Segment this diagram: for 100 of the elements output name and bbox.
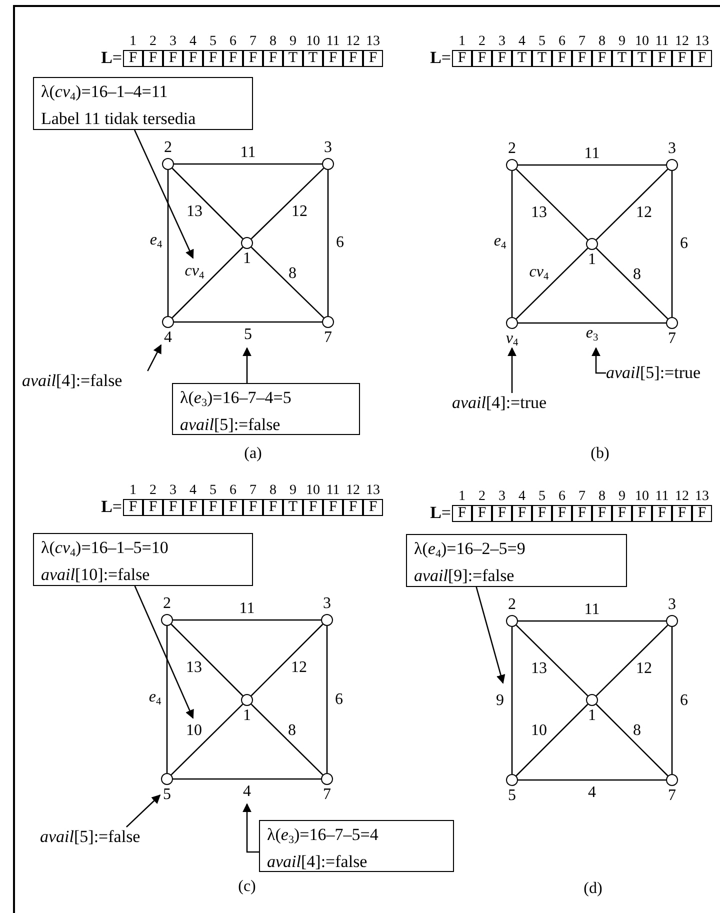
graph-edge bbox=[250, 624, 324, 696]
array-cell: F bbox=[552, 50, 572, 67]
column-index: 3 bbox=[498, 489, 506, 504]
graph-edge bbox=[511, 171, 513, 317]
arrow bbox=[592, 347, 606, 374]
array-cell: F bbox=[652, 50, 672, 67]
graph-edge bbox=[326, 626, 328, 773]
column-index: 4 bbox=[188, 483, 198, 498]
column-index: 8 bbox=[598, 34, 606, 49]
callout-text: avail[5]:=false bbox=[180, 414, 282, 436]
column-index: 3 bbox=[168, 34, 178, 49]
column-index: 6 bbox=[558, 34, 566, 49]
column-index: 7 bbox=[248, 483, 258, 498]
vertex-label: 3 bbox=[667, 596, 677, 614]
edge-label: 8 bbox=[287, 722, 297, 738]
array-cell: F bbox=[263, 50, 283, 67]
array-cell: T bbox=[532, 50, 552, 67]
edge-label: 8 bbox=[288, 266, 298, 282]
edge-label: 13 bbox=[530, 660, 548, 676]
annotation-text: avail[4]:=false bbox=[22, 371, 156, 391]
annotation-text: avail[4]:=true bbox=[452, 393, 576, 413]
column-index: 11 bbox=[325, 34, 341, 49]
vertex-label: 1 bbox=[587, 707, 597, 725]
graph-edge bbox=[516, 168, 588, 240]
array-cell: F bbox=[572, 505, 592, 522]
array-cell: F bbox=[303, 499, 323, 516]
column-index: 5 bbox=[538, 34, 546, 49]
array-cell: F bbox=[183, 499, 203, 516]
vertex-label: 5 bbox=[507, 787, 517, 805]
array-cell: F bbox=[243, 499, 263, 516]
array-cell: F bbox=[632, 505, 652, 522]
column-index: 6 bbox=[558, 489, 566, 504]
column-index: 13 bbox=[694, 34, 710, 49]
array-cell: F bbox=[203, 499, 223, 516]
graph-edge bbox=[518, 620, 666, 622]
callout-text: λ(e$_{3}$)=16–7–5=4 bbox=[267, 824, 380, 848]
array-label: L= bbox=[100, 498, 122, 516]
column-index: 13 bbox=[694, 489, 710, 504]
array-cell: F bbox=[323, 50, 343, 67]
graph-edge bbox=[174, 321, 322, 323]
column-index: 10 bbox=[305, 34, 321, 49]
array-cell: F bbox=[243, 50, 263, 67]
array-cell: F bbox=[143, 499, 163, 516]
array-cell: F bbox=[343, 499, 363, 516]
column-index: 11 bbox=[654, 489, 670, 504]
graph-edge bbox=[250, 704, 324, 776]
vertex-label: 4 bbox=[163, 329, 173, 347]
array-cell: F bbox=[672, 50, 692, 67]
callout-text: avail[4]:=false bbox=[267, 850, 368, 873]
column-index: 9 bbox=[618, 34, 626, 49]
column-index: 5 bbox=[538, 489, 546, 504]
graph-edge bbox=[174, 163, 322, 165]
array-cell: F bbox=[452, 50, 472, 67]
column-index: 2 bbox=[148, 483, 158, 498]
callout-box bbox=[259, 820, 454, 872]
array-cell: F bbox=[223, 50, 243, 67]
array-cell: F bbox=[472, 505, 492, 522]
array-cell: F bbox=[652, 505, 672, 522]
array-cell: F bbox=[492, 50, 512, 67]
column-index: 1 bbox=[458, 34, 466, 49]
arrow bbox=[508, 347, 516, 393]
callout-text: λ(cv$_{4}$)=16–1–5=10 bbox=[41, 537, 170, 561]
panel-caption: (a) bbox=[244, 445, 262, 463]
array-cell: F bbox=[263, 499, 283, 516]
array-cell: F bbox=[592, 505, 612, 522]
vertex-label: 2 bbox=[507, 140, 517, 158]
vertex-label: v$_{4}$ bbox=[504, 330, 520, 351]
column-index: 8 bbox=[268, 483, 278, 498]
array-cell: F bbox=[363, 50, 383, 67]
column-index: 6 bbox=[228, 34, 238, 49]
graph-edge bbox=[518, 779, 666, 781]
vertex-label: 7 bbox=[667, 787, 677, 805]
vertex-label: 1 bbox=[242, 707, 252, 725]
column-index: 11 bbox=[654, 34, 670, 49]
array-cell: F bbox=[512, 505, 532, 522]
annotation-text: avail[5]:=false bbox=[40, 827, 176, 847]
column-index: 4 bbox=[518, 489, 526, 504]
graph-edge bbox=[516, 248, 588, 320]
array-label: L= bbox=[100, 49, 122, 67]
array-cell: F bbox=[323, 499, 343, 516]
graph-edge bbox=[596, 248, 668, 320]
callout-text: λ(e$_{3}$)=16–7–4=5 bbox=[180, 387, 292, 411]
column-index: 9 bbox=[288, 483, 298, 498]
callout-box bbox=[172, 383, 360, 435]
vertex-label: 7 bbox=[322, 786, 332, 804]
arrow bbox=[147, 344, 162, 372]
column-index: 12 bbox=[674, 489, 690, 504]
array-cell: T bbox=[512, 50, 532, 67]
array-cell: F bbox=[223, 499, 243, 516]
callout-text: avail[9]:=false bbox=[414, 564, 516, 587]
array-cell: F bbox=[452, 505, 472, 522]
arrow bbox=[134, 586, 194, 719]
vertex-label: 5 bbox=[162, 786, 172, 804]
array-cell: F bbox=[532, 505, 552, 522]
column-index: 8 bbox=[268, 34, 278, 49]
vertex-label: 7 bbox=[667, 330, 677, 348]
column-index: 4 bbox=[518, 34, 526, 49]
column-index: 3 bbox=[168, 483, 178, 498]
array-cell: F bbox=[472, 50, 492, 67]
column-index: 6 bbox=[228, 483, 238, 498]
